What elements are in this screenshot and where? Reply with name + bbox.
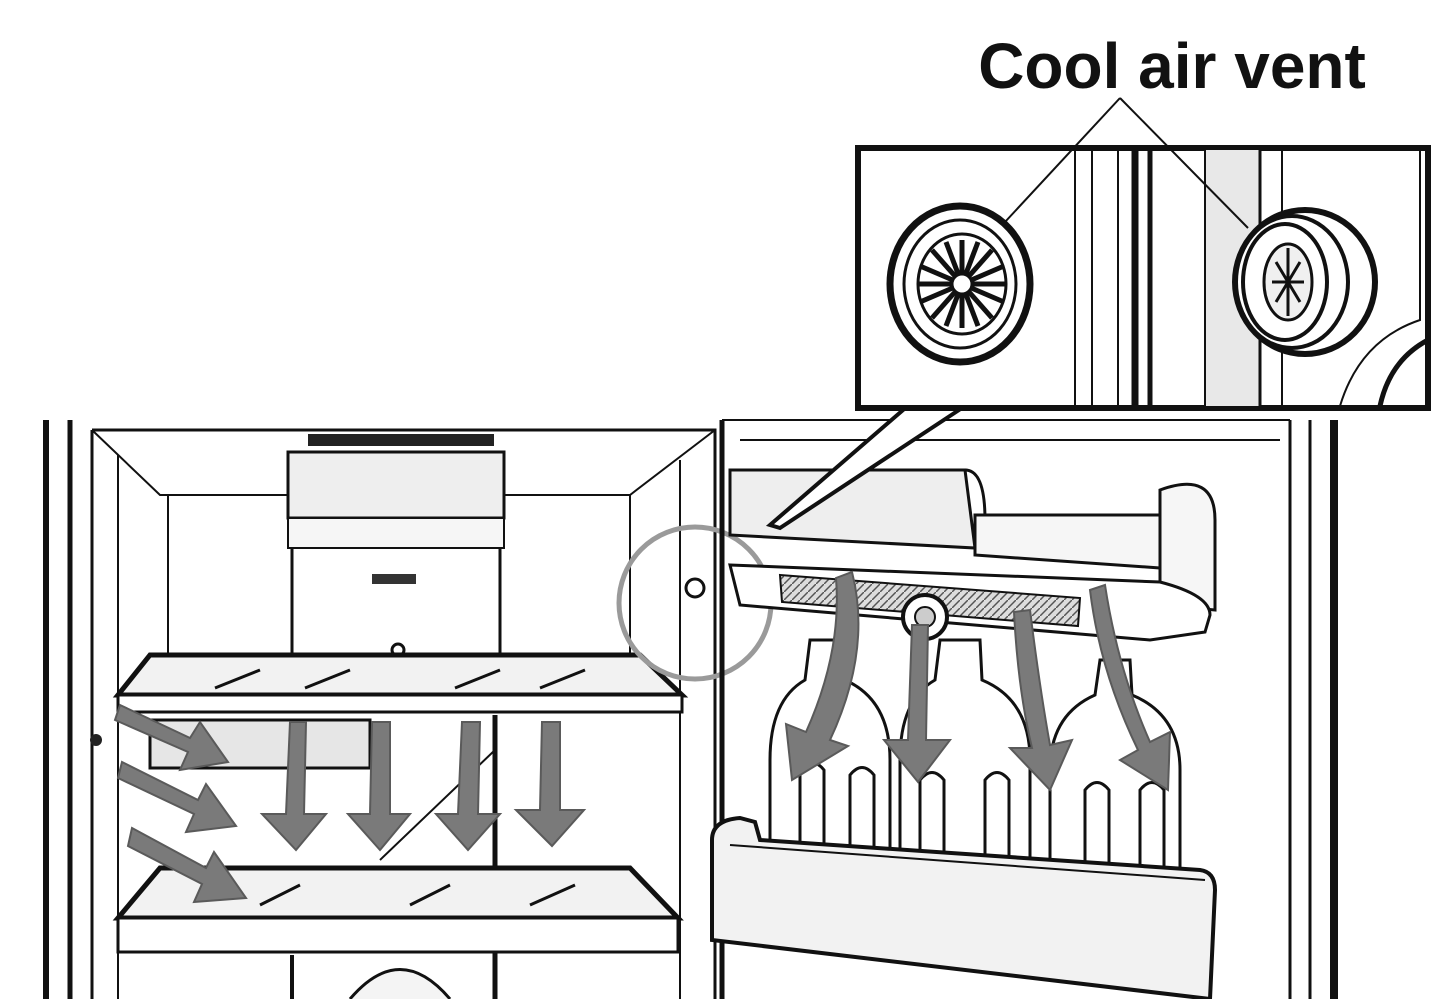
cool-air-vent-icon	[684, 577, 706, 599]
dairy-bin-end	[1158, 482, 1217, 612]
airflow-arrow-icon	[433, 721, 503, 852]
water-filter-housing	[286, 434, 506, 658]
lower-shelf-glints	[259, 883, 576, 907]
door-bin-body	[710, 815, 1218, 999]
lower-shelf-front	[116, 916, 680, 954]
door-bin-lip	[729, 844, 1206, 881]
airflow-arrow-icon	[126, 826, 248, 904]
airflow-arrow-icon	[881, 624, 953, 784]
upper-shelf-front	[116, 693, 684, 714]
lower-shelf	[112, 749, 684, 954]
airflow-arrow-icon	[1088, 583, 1172, 792]
door-airflow	[784, 570, 1172, 792]
fridge-airflow	[113, 703, 587, 904]
callout-inset	[855, 145, 1431, 411]
airflow-arrow-icon	[1007, 608, 1074, 792]
wall-screw	[90, 734, 102, 746]
airflow-arrow-icon	[513, 721, 587, 848]
cool-air-vent-icon	[1232, 207, 1378, 357]
airflow-arrow-icon	[784, 570, 860, 782]
upper-shelf-glints	[214, 668, 586, 690]
airflow-arrow-icon	[116, 760, 238, 834]
door-bin	[710, 815, 1218, 999]
refrigerator-door	[710, 419, 1338, 999]
airflow-arrow-icon	[259, 721, 329, 852]
fridge-compartment	[43, 420, 717, 999]
leader-line-left	[1004, 97, 1121, 223]
callout-label: Cool air vent	[978, 30, 1366, 102]
filter-cap	[308, 434, 494, 446]
dairy-bin-body	[973, 513, 1162, 570]
bottles	[768, 638, 1182, 882]
label-leaders	[1004, 97, 1249, 229]
filter-label-mark	[372, 574, 416, 584]
filter-band	[287, 517, 505, 549]
airflow-arrow-icon	[113, 703, 230, 772]
leader-line-right	[1119, 97, 1249, 229]
cool-air-vent-icon	[886, 202, 1034, 366]
filter-top	[286, 450, 506, 520]
airflow-arrow-icon	[345, 721, 413, 852]
bottom-item	[348, 968, 452, 999]
filter-sides	[290, 548, 502, 655]
upper-shelf-glass	[112, 652, 689, 698]
dairy-bin	[728, 468, 1217, 612]
upper-shelf	[112, 652, 689, 714]
bottle-icon	[1048, 658, 1182, 882]
door-vent-bar	[728, 563, 1212, 642]
